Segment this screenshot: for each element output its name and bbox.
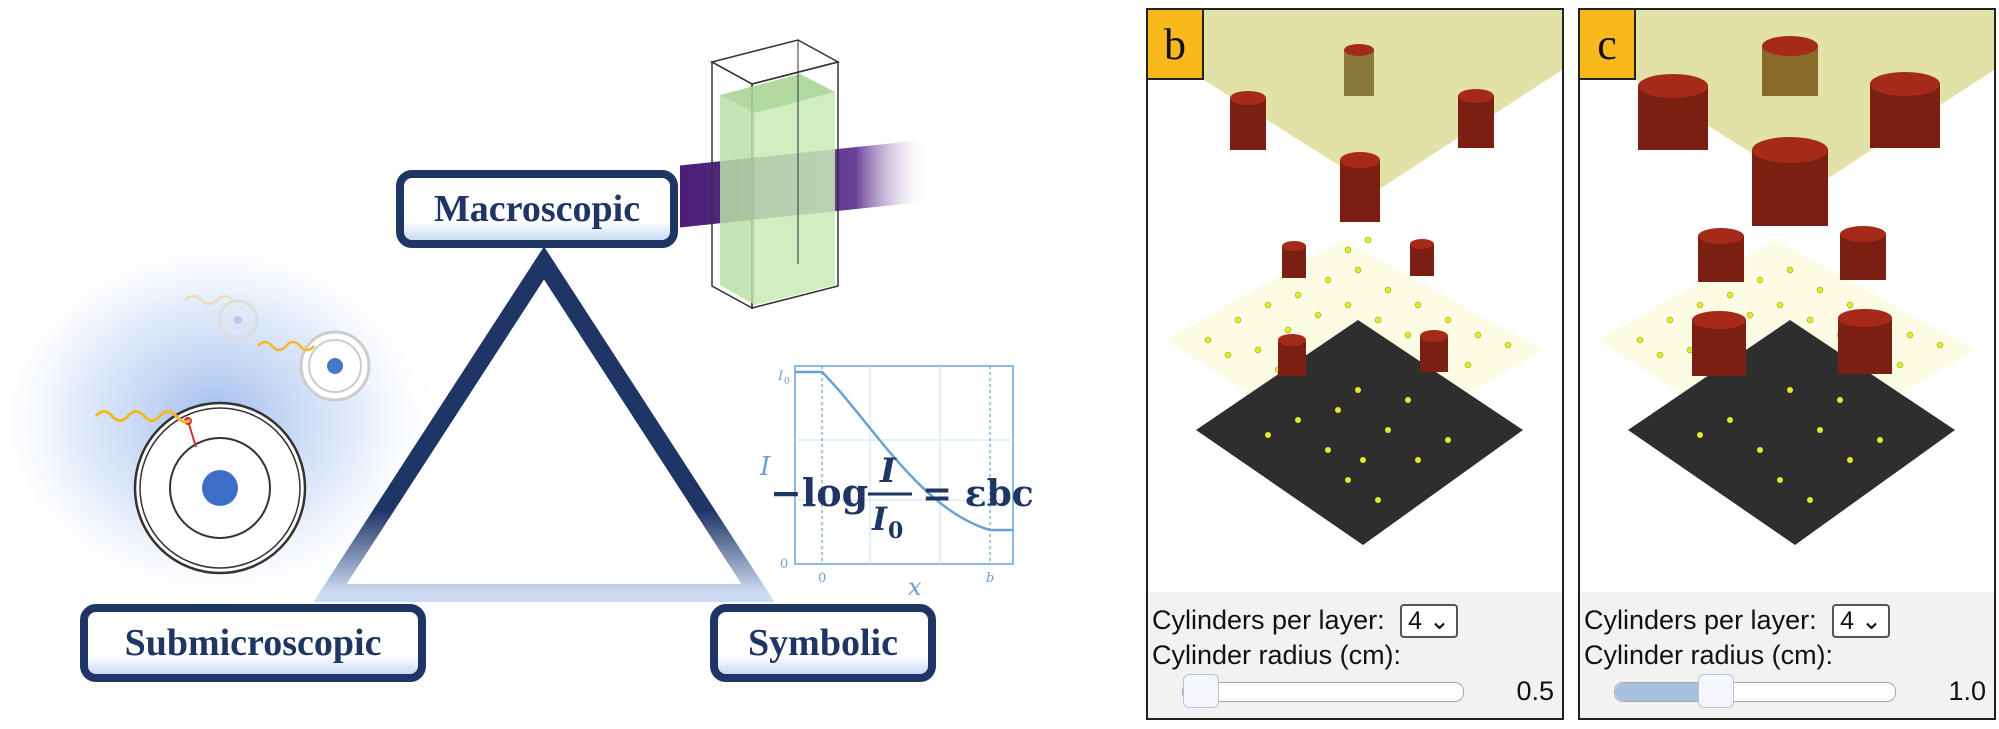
particle-cloud-c bbox=[1636, 266, 1944, 369]
submicroscopic-label: Submicroscopic bbox=[80, 604, 426, 682]
macroscopic-text: Macroscopic bbox=[433, 188, 641, 230]
concept-diagram: I x I 0 0 0 b −log I I 0 = εbc bbox=[0, 39, 1034, 610]
eqn-numerator: I bbox=[879, 451, 897, 491]
radius-slider-b[interactable] bbox=[1182, 674, 1464, 708]
panel-c: c Cylinders per layer: 4 ⌄ Cylinder radi… bbox=[1578, 8, 1996, 720]
small-atom-2 bbox=[299, 330, 371, 402]
triangle bbox=[313, 246, 775, 602]
plot-x-tick-left: 0 bbox=[818, 571, 826, 586]
cylinders-value-b: 4 bbox=[1408, 607, 1423, 635]
eqn-minus-log: −log bbox=[770, 470, 868, 515]
photon-wave-2 bbox=[257, 340, 315, 352]
big-atom bbox=[133, 401, 307, 575]
symbolic-text: Symbolic bbox=[748, 622, 898, 664]
eqn-denominator-sub: 0 bbox=[888, 518, 903, 544]
cylinders-b bbox=[1230, 44, 1494, 376]
radius-label-c: Cylinder radius (cm): bbox=[1584, 640, 1834, 670]
panel-c-controls: Cylinders per layer: 4 ⌄ Cylinder radius… bbox=[1580, 592, 1994, 718]
cylinders-value-c: 4 bbox=[1840, 607, 1855, 635]
beer-lambert-equation: −log I I 0 = εbc bbox=[770, 451, 1034, 544]
radius-value-b: 0.5 bbox=[1516, 676, 1554, 706]
plot-y-tick-top: I bbox=[777, 369, 784, 384]
cylinders-row-c: Cylinders per layer: 4 ⌄ bbox=[1584, 604, 1890, 638]
slider-thumb-b[interactable] bbox=[1183, 674, 1219, 708]
panel-b-controls: Cylinders per layer: 4 ⌄ Cylinder radius… bbox=[1148, 592, 1562, 718]
cylinders-label-c: Cylinders per layer: bbox=[1584, 605, 1817, 635]
cylinders-c bbox=[1638, 36, 1940, 376]
simulation-view-b bbox=[1166, 10, 1562, 545]
cuvette bbox=[709, 39, 841, 310]
radius-label-b: Cylinder radius (cm): bbox=[1152, 640, 1402, 670]
symbolic-label: Symbolic bbox=[710, 604, 936, 682]
cylinders-select-b[interactable]: 4 ⌄ bbox=[1400, 604, 1458, 638]
plate-particles-c bbox=[1697, 387, 1883, 503]
cylinders-label-b: Cylinders per layer: bbox=[1152, 605, 1385, 635]
panel-b: b Cylinders per layer: 4 ⌄ Cylinder radi… bbox=[1146, 8, 1564, 720]
cylinders-select-c[interactable]: 4 ⌄ bbox=[1832, 604, 1890, 638]
cylinders-row-b: Cylinders per layer: 4 ⌄ bbox=[1152, 604, 1458, 638]
panel-b-letter: b bbox=[1148, 10, 1204, 80]
plot-y-tick-bottom: 0 bbox=[780, 557, 788, 572]
plate-particles-b bbox=[1265, 387, 1451, 503]
photon-wave-main bbox=[94, 410, 191, 424]
panel-c-letter: c bbox=[1580, 10, 1636, 80]
chevron-down-icon: ⌄ bbox=[1860, 607, 1882, 635]
plot-y-tick-top-sub: 0 bbox=[784, 377, 790, 387]
small-atom-1 bbox=[217, 299, 259, 341]
radius-slider-c[interactable] bbox=[1614, 674, 1896, 708]
plot-x-tick-right: b bbox=[986, 571, 994, 586]
macroscopic-label: Macroscopic bbox=[396, 170, 678, 248]
slider-thumb-c[interactable] bbox=[1697, 674, 1734, 708]
chevron-down-icon: ⌄ bbox=[1428, 607, 1450, 635]
slider-fill-c bbox=[1615, 683, 1716, 701]
eqn-rhs: = εbc bbox=[922, 473, 1034, 515]
photon-wave-1 bbox=[184, 295, 234, 305]
plot-x-label: x bbox=[908, 573, 922, 601]
eqn-denominator: I bbox=[871, 500, 888, 538]
plot-y-label: I bbox=[759, 452, 771, 482]
absorbance-plot: I x I 0 0 0 b bbox=[759, 365, 1014, 601]
radius-value-c: 1.0 bbox=[1948, 676, 1986, 706]
submicroscopic-text: Submicroscopic bbox=[124, 622, 382, 664]
simulation-view-c bbox=[1598, 10, 1994, 545]
